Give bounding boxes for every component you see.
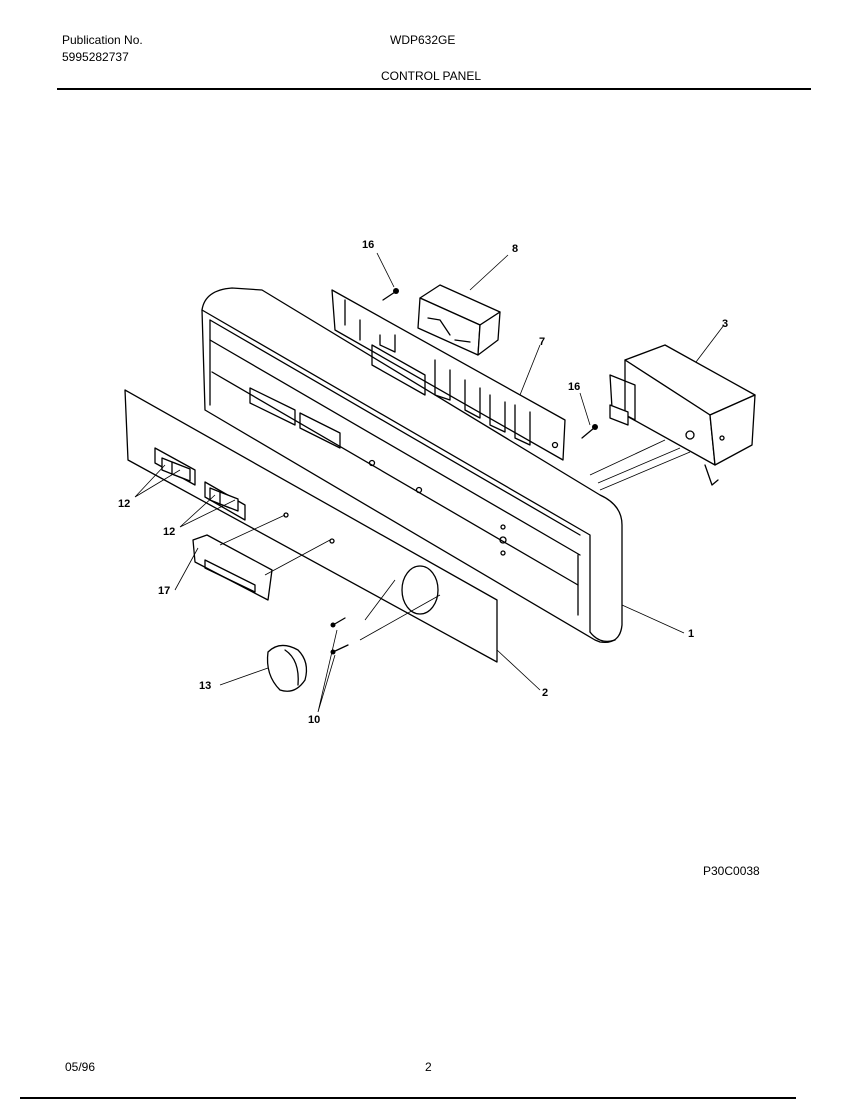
callout-7: 7 bbox=[539, 336, 545, 348]
switch-part-8 bbox=[417, 284, 501, 356]
callout-16-top: 16 bbox=[362, 239, 374, 251]
knob-part-13 bbox=[266, 644, 308, 692]
page-number: 2 bbox=[425, 1060, 432, 1074]
callout-8: 8 bbox=[512, 243, 518, 255]
footer-rule bbox=[20, 1097, 796, 1099]
pushbuttons-part-12 bbox=[161, 457, 239, 512]
leader-lines bbox=[134, 252, 725, 713]
model-number: WDP632GE bbox=[390, 33, 456, 47]
header-rule bbox=[57, 88, 811, 90]
callout-16-right: 16 bbox=[568, 381, 580, 393]
section-title: CONTROL PANEL bbox=[381, 69, 482, 83]
screws-part-16 bbox=[382, 288, 598, 439]
lens-part-17 bbox=[192, 514, 331, 601]
callout-labels: 16 8 7 3 16 12 12 17 1 13 10 2 bbox=[118, 239, 728, 726]
callout-12-upper: 12 bbox=[118, 498, 130, 510]
screws-part-10 bbox=[330, 617, 349, 655]
callout-13: 13 bbox=[199, 680, 211, 692]
publication-label: Publication No. bbox=[62, 33, 143, 47]
callout-17: 17 bbox=[158, 585, 170, 597]
publication-number: 5995282737 bbox=[62, 50, 129, 64]
callout-10: 10 bbox=[308, 714, 320, 726]
overlay-panel-part-2 bbox=[124, 389, 498, 663]
drawing-code: P30C0038 bbox=[703, 864, 760, 878]
callout-3: 3 bbox=[722, 318, 728, 330]
callout-2: 2 bbox=[542, 687, 548, 699]
bracket-part-7 bbox=[331, 289, 566, 461]
timer-part-3 bbox=[589, 344, 756, 491]
callout-12-lower: 12 bbox=[163, 526, 175, 538]
footer-date: 05/96 bbox=[65, 1060, 96, 1074]
callout-1: 1 bbox=[688, 628, 694, 640]
control-panel-housing bbox=[201, 287, 623, 644]
